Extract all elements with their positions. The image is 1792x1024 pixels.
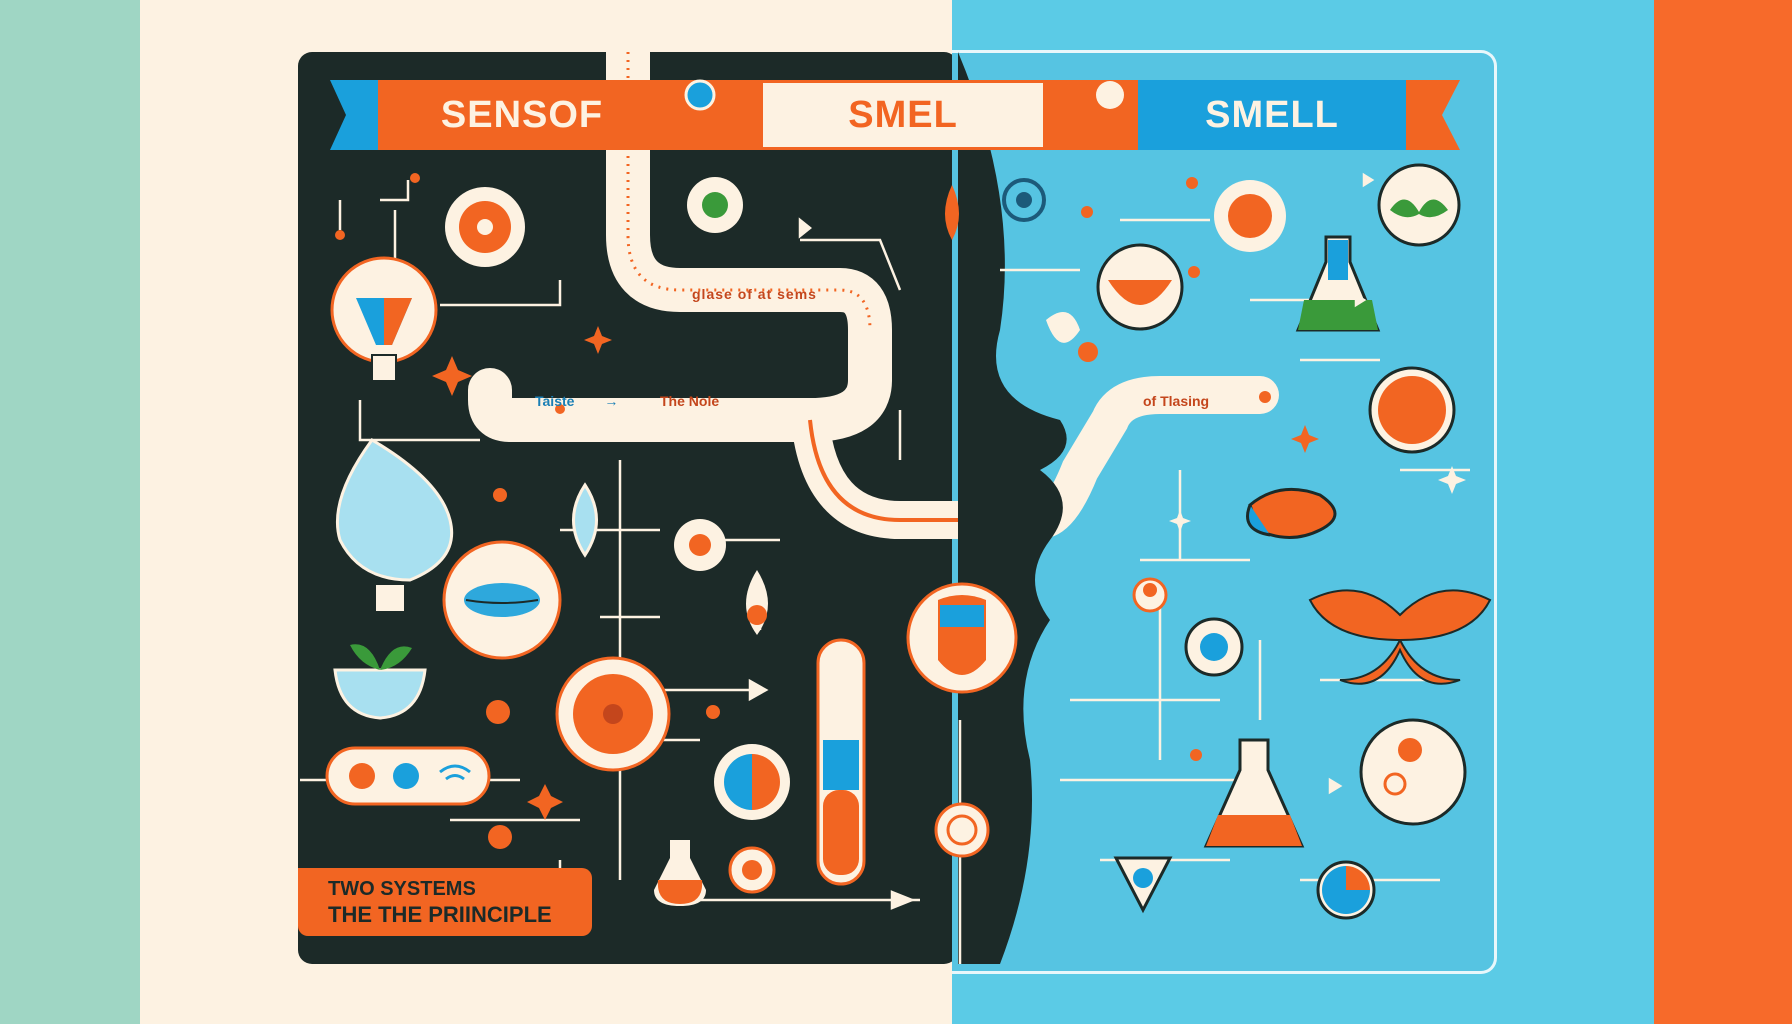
sprout-icon: [333, 668, 427, 720]
decorative-dots: [335, 173, 1271, 849]
left-ribbon-tail: [330, 80, 378, 150]
taste-label: Taiste →: [535, 393, 619, 409]
sparkle-icons: [432, 326, 1319, 820]
caption-line-2: THE THE PRIINCIPLE: [328, 902, 552, 927]
target-icon: [1002, 178, 1046, 222]
wifi-icon: [439, 764, 471, 781]
background-teal-strip: [0, 0, 140, 1024]
right-ribbon-tail: [1406, 80, 1460, 150]
drop-target-icon: [746, 570, 768, 635]
middle-pathway-label: The Nole: [660, 393, 720, 409]
taste-pathway: [468, 30, 892, 442]
background-orange-strip: [1654, 0, 1792, 1024]
drop-icon: [945, 185, 959, 240]
molecule-icon: [1359, 718, 1467, 826]
top-pathway-label: glase of at sems: [692, 286, 817, 302]
tree-bulb-icon: [335, 438, 454, 582]
caption-line-1: TWO SYSTEMS: [328, 878, 476, 900]
right-pathway-label: of Tlasing: [1143, 393, 1210, 409]
head-silhouette: [958, 52, 1067, 964]
banner-smell: SMELL: [1138, 80, 1406, 150]
pathway-outline: [808, 419, 1040, 522]
mortar-icon: [1248, 487, 1337, 539]
sparkle-icons-light: [1169, 466, 1466, 532]
banner-sense-of: SENSOF: [378, 80, 666, 150]
banner-smel: SMEL: [760, 80, 1046, 150]
caption-box: TWO SYSTEMS THE THE PRIINCIPLE: [298, 868, 592, 936]
small-node-icon: [934, 802, 990, 858]
banner-bead-icon-2: [1096, 81, 1124, 109]
water-drop-icon: [572, 482, 598, 558]
arrowheads: [748, 172, 1375, 910]
leaf-icon: [1377, 163, 1461, 247]
banner-connector-right: [1046, 80, 1138, 150]
banner-bead-icon: [684, 79, 716, 111]
butterfly-icon: [1308, 589, 1492, 685]
leaf-curl-icon: [1046, 312, 1080, 343]
